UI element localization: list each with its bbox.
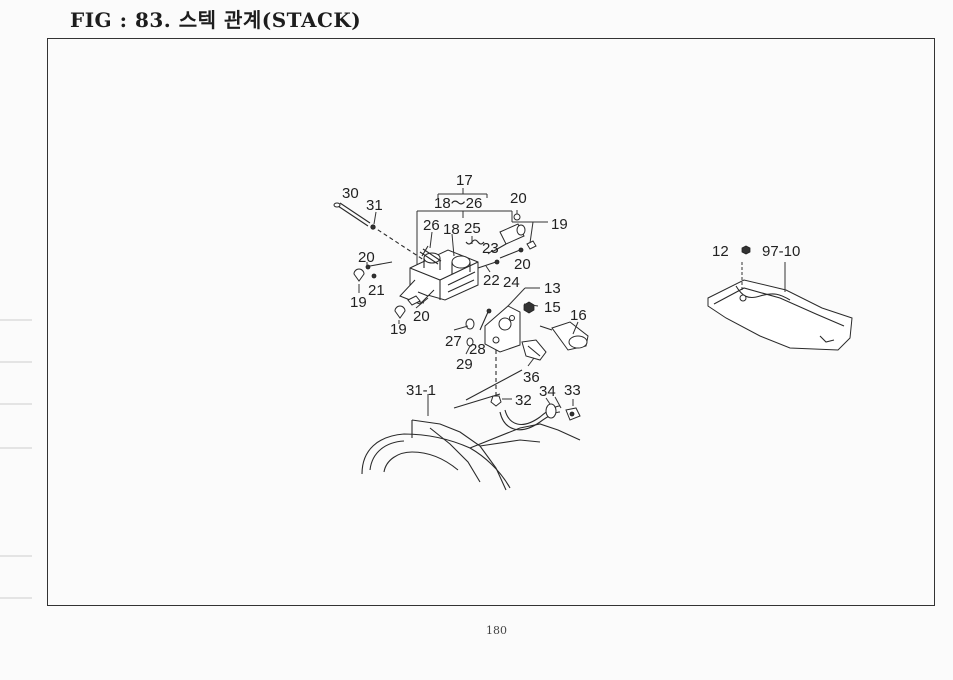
callout-16: 16 bbox=[570, 307, 587, 324]
pin-20-top bbox=[513, 210, 521, 221]
nut-12 bbox=[741, 245, 751, 290]
plunger-26 bbox=[419, 245, 442, 265]
pin-20-lower bbox=[407, 295, 429, 309]
callout-30: 30 bbox=[342, 185, 359, 202]
figure-title: FIG : 83. 스텍 관계(STACK) bbox=[70, 8, 362, 32]
callout-24: 24 bbox=[503, 274, 520, 291]
clip-19-top bbox=[512, 221, 548, 250]
callout-20-top: 20 bbox=[510, 190, 527, 207]
callout-19-lower: 19 bbox=[390, 321, 407, 338]
callout-13: 13 bbox=[544, 280, 561, 297]
callout-32: 32 bbox=[515, 392, 532, 409]
page-number: 180 bbox=[486, 624, 507, 637]
callout-20-mid: 20 bbox=[514, 256, 531, 273]
callout-12: 12 bbox=[712, 243, 729, 260]
bolt-30 bbox=[333, 202, 431, 265]
callout-26: 26 bbox=[423, 217, 440, 234]
callout-27: 27 bbox=[445, 333, 462, 350]
spring-25 bbox=[465, 239, 485, 245]
callout-labels: 17 18～26 30 31 26 18 25 20 19 23 20 24 2… bbox=[342, 172, 800, 409]
callout-29: 29 bbox=[456, 356, 473, 373]
group-bracket-17 bbox=[416, 188, 513, 271]
callout-18: 18 bbox=[443, 221, 460, 238]
callout-19-top: 19 bbox=[551, 216, 568, 233]
callout-17: 17 bbox=[456, 172, 473, 189]
callout-21: 21 bbox=[368, 282, 385, 299]
callout-28: 28 bbox=[469, 341, 486, 358]
callout-23: 23 bbox=[482, 240, 499, 257]
connector-36 bbox=[521, 339, 547, 367]
callout-36: 36 bbox=[523, 369, 540, 386]
washer-21 bbox=[371, 273, 377, 279]
nut-15 bbox=[523, 301, 535, 314]
washer-29 bbox=[465, 337, 474, 355]
engine-cover-31-1 bbox=[361, 393, 581, 491]
clip-19-left bbox=[353, 268, 365, 282]
pin-22 bbox=[477, 259, 500, 269]
guide-line bbox=[465, 350, 523, 401]
fitting-32 bbox=[490, 395, 512, 407]
callout-34: 34 bbox=[539, 383, 556, 400]
callout-19-left: 19 bbox=[350, 294, 367, 311]
solenoid-23 bbox=[491, 223, 526, 253]
callout-31-1: 31-1 bbox=[406, 382, 436, 399]
callout-18-26: 18～26 bbox=[434, 195, 482, 212]
callout-20-left: 20 bbox=[358, 249, 375, 266]
callout-33: 33 bbox=[564, 382, 581, 399]
pin-24 bbox=[499, 247, 524, 259]
bolt-28 bbox=[479, 308, 492, 331]
callout-15: 15 bbox=[544, 299, 561, 316]
valve-assembly-18 bbox=[399, 249, 479, 305]
washer-27 bbox=[465, 318, 475, 330]
clip-19-lower bbox=[394, 305, 406, 319]
filter-16 bbox=[539, 321, 589, 351]
hose-34 bbox=[499, 397, 561, 431]
leader-lines bbox=[358, 211, 562, 409]
callout-25: 25 bbox=[464, 220, 481, 237]
margin-marks bbox=[0, 319, 32, 599]
diagram-frame bbox=[47, 38, 935, 606]
callout-97-10: 97-10 bbox=[762, 243, 800, 260]
heat-shield-97-10 bbox=[707, 262, 853, 351]
sensor-33 bbox=[565, 399, 581, 421]
bracket-13 bbox=[484, 287, 540, 353]
washer-31 bbox=[370, 224, 376, 230]
callout-31: 31 bbox=[366, 197, 383, 214]
callout-22: 22 bbox=[483, 272, 500, 289]
callout-20-lower: 20 bbox=[413, 308, 430, 325]
